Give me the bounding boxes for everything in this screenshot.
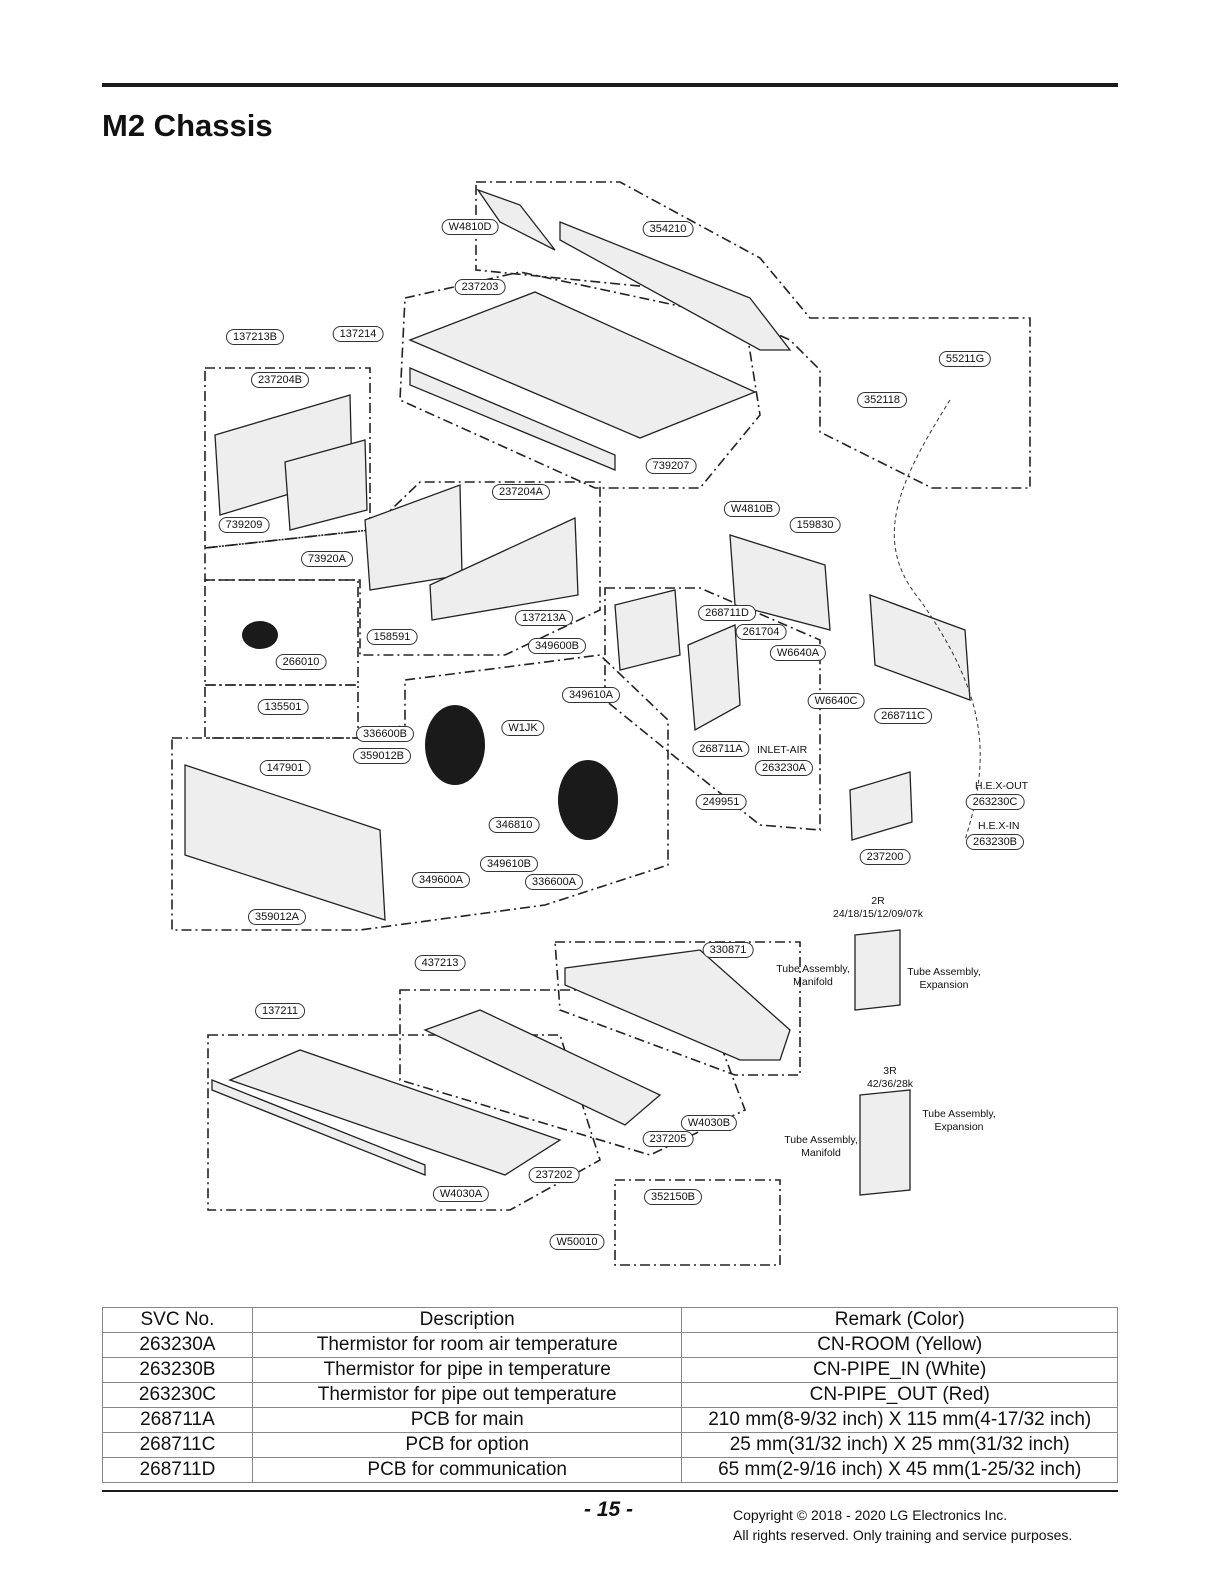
remark-cell: CN-ROOM (Yellow) — [681, 1332, 1118, 1358]
part-label: W4810D — [441, 219, 499, 235]
part-label: 159830 — [789, 517, 841, 533]
part-label: 263230B — [965, 834, 1025, 850]
copyright-line: Copyright © 2018 - 2020 LG Electronics I… — [733, 1507, 1008, 1523]
description-cell: PCB for option — [251, 1432, 683, 1458]
remark-cell: 210 mm(8-9/32 inch) X 115 mm(4-17/32 inc… — [681, 1407, 1118, 1433]
part-label: 237203 — [454, 279, 506, 295]
part-label: W50010 — [549, 1234, 605, 1250]
coil-3r-title: 3R — [883, 1065, 897, 1077]
tube-manifold-note: Tube Assembly, Manifold — [784, 1134, 858, 1159]
description-cell: Thermistor for room air temperature — [251, 1332, 683, 1358]
table-header-row: SVC No. Description Remark (Color) — [102, 1307, 1118, 1333]
coil-3r-models: 42/36/28k — [866, 1078, 914, 1090]
tube-expansion-note: Tube Assembly, Expansion — [907, 966, 981, 991]
part-label: 352118 — [857, 392, 907, 408]
part-label: 346810 — [488, 817, 540, 833]
part-label: 739209 — [218, 517, 270, 533]
remark-cell: 25 mm(31/32 inch) X 25 mm(31/32 inch) — [681, 1432, 1118, 1458]
part-label: 263230A — [754, 760, 814, 776]
part-label: W4030A — [432, 1186, 490, 1202]
part-label: 268711A — [692, 741, 750, 757]
column-header: Remark (Color) — [681, 1307, 1118, 1333]
part-label: 135501 — [257, 699, 309, 715]
part-label: 268711D — [698, 605, 756, 621]
exploded-diagram: W4810D 354210 237203 137214 137213B 2372… — [171, 181, 1031, 1266]
tube-expansion-note: Tube Assembly, Expansion — [922, 1108, 996, 1133]
part-label: 137211 — [255, 1003, 305, 1019]
tube-manifold-note: Tube Assembly, Manifold — [776, 963, 850, 988]
part-label: 55211G — [938, 351, 992, 367]
description-cell: PCB for main — [251, 1407, 683, 1433]
svc-no-cell: 263230A — [102, 1332, 253, 1358]
copyright-notice: Copyright © 2018 - 2020 LG Electronics I… — [733, 1505, 1072, 1545]
part-label: 336600B — [355, 726, 415, 742]
hex-in-note: H.E.X-IN — [978, 820, 1020, 832]
table-row: 263230C Thermistor for pipe out temperat… — [102, 1382, 1118, 1408]
part-label: 263230C — [965, 794, 1025, 810]
part-label: 137213B — [225, 329, 285, 345]
part-label: W6640A — [769, 645, 827, 661]
part-label: 349600B — [527, 638, 587, 654]
page-title: M2 Chassis — [102, 108, 273, 143]
part-label: 73920A — [301, 551, 353, 567]
part-label: 266010 — [275, 654, 327, 670]
remark-cell: CN-PIPE_IN (White) — [681, 1357, 1118, 1383]
part-label: 237202 — [528, 1167, 580, 1183]
part-label: 237200 — [859, 849, 911, 865]
column-header: Description — [251, 1307, 683, 1333]
hex-out-note: H.E.X-OUT — [975, 780, 1029, 792]
svc-no-cell: 268711C — [102, 1432, 253, 1458]
page-number: - 15 - — [584, 1498, 634, 1521]
inlet-air-note: INLET-AIR — [757, 744, 808, 756]
column-header: SVC No. — [102, 1307, 253, 1333]
part-label: 352150B — [643, 1189, 703, 1205]
part-label: 336600A — [524, 874, 584, 890]
part-label: 147901 — [259, 760, 311, 776]
table-row: 268711C PCB for option 25 mm(31/32 inch)… — [102, 1432, 1118, 1458]
part-label: 354210 — [642, 221, 694, 237]
bottom-rule — [102, 1490, 1118, 1492]
svc-table: SVC No. Description Remark (Color) 26323… — [102, 1307, 1118, 1483]
part-label: 739207 — [645, 458, 697, 474]
table-row: 268711A PCB for main 210 mm(8-9/32 inch)… — [102, 1407, 1118, 1433]
coil-2r-models: 24/18/15/12/09/07k — [833, 908, 923, 920]
part-label: 268711C — [874, 708, 932, 724]
part-label: 330871 — [702, 942, 754, 958]
part-label: W6640C — [807, 693, 865, 709]
part-label: W4030B — [680, 1115, 738, 1131]
diagram-drawing — [171, 181, 1031, 1266]
part-label: 359012B — [352, 748, 412, 764]
part-label: 137213A — [514, 610, 574, 626]
part-label: 237204B — [250, 372, 310, 388]
part-label: 158591 — [366, 629, 418, 645]
svc-no-cell: 268711D — [102, 1457, 253, 1483]
part-label: 349610A — [561, 687, 621, 703]
top-rule — [102, 83, 1118, 87]
table-row: 263230B Thermistor for pipe in temperatu… — [102, 1357, 1118, 1383]
description-cell: PCB for communication — [251, 1457, 683, 1483]
part-label: 261704 — [735, 624, 787, 640]
part-label: W4810B — [723, 501, 781, 517]
part-label: 437213 — [414, 955, 466, 971]
part-label: 359012A — [247, 909, 307, 925]
remark-cell: 65 mm(2-9/16 inch) X 45 mm(1-25/32 inch) — [681, 1457, 1118, 1483]
svc-no-cell: 263230C — [102, 1382, 253, 1408]
remark-cell: CN-PIPE_OUT (Red) — [681, 1382, 1118, 1408]
part-label: W1JK — [501, 720, 545, 736]
table-row: 263230A Thermistor for room air temperat… — [102, 1332, 1118, 1358]
copyright-line: All rights reserved. Only training and s… — [733, 1527, 1073, 1543]
part-label: 237204A — [491, 484, 551, 500]
coil-2r-title: 2R — [871, 895, 885, 907]
table-row: 268711D PCB for communication 65 mm(2-9/… — [102, 1457, 1118, 1483]
svc-no-cell: 263230B — [102, 1357, 253, 1383]
description-cell: Thermistor for pipe in temperature — [251, 1357, 683, 1383]
part-label: 137214 — [332, 326, 384, 342]
part-label: 237205 — [642, 1131, 694, 1147]
part-label: 349600A — [411, 872, 471, 888]
part-label: 249951 — [695, 794, 747, 810]
svc-no-cell: 268711A — [102, 1407, 253, 1433]
part-label: 349610B — [479, 856, 539, 872]
description-cell: Thermistor for pipe out temperature — [251, 1382, 683, 1408]
